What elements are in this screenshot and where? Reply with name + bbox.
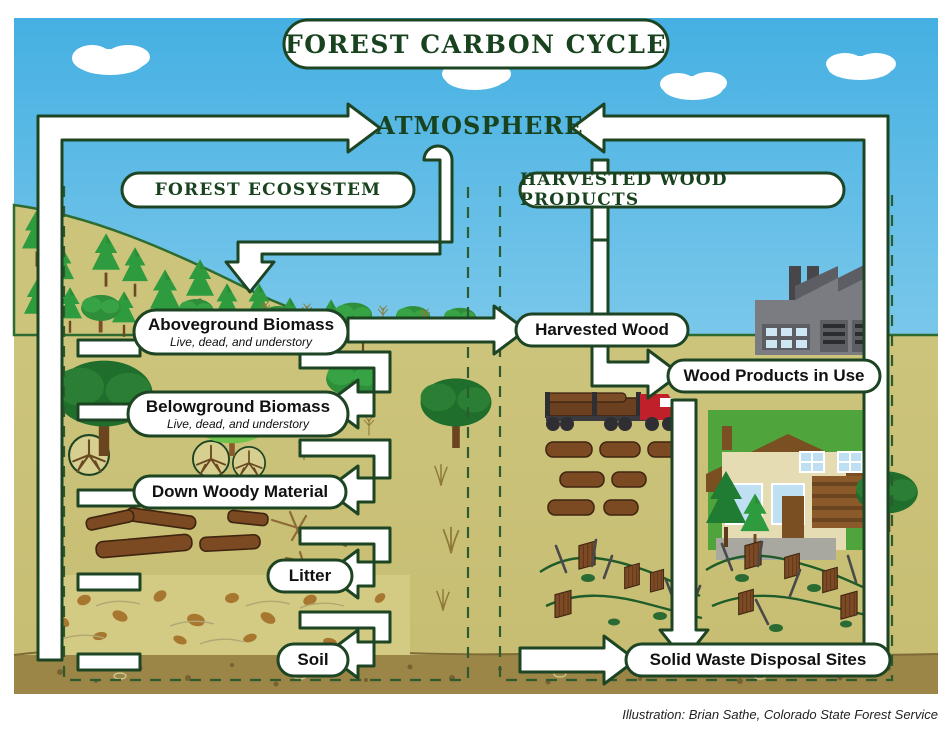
house-icon	[706, 410, 918, 560]
pool-pill-belowground	[126, 390, 350, 438]
page-title: FOREST CARBON CYCLE	[284, 29, 668, 59]
pool-pill-harvested	[514, 312, 690, 348]
pool-label-wood-products-in-use: Wood Products in Use	[683, 366, 865, 385]
log-pile-icons	[545, 441, 689, 516]
pool-pill-soil	[276, 642, 350, 678]
pool-label-aboveground-biomass: Aboveground Biomass Live, dead, and unde…	[147, 314, 335, 349]
harvested-wood-boundary	[498, 186, 894, 682]
flow-hwp-to-atmosphere	[570, 102, 890, 662]
pool-label-down-woody-material: Down Woody Material	[151, 482, 329, 501]
flow-disposal-return-left	[518, 634, 638, 686]
pool-pill-disposal	[624, 642, 892, 678]
log-truck-icon	[545, 392, 676, 431]
flow-pools-return-column	[76, 338, 142, 358]
forest-ecosystem-boundary	[62, 186, 470, 682]
pool-pill-downwoody	[132, 474, 348, 510]
flow-forest-to-atmosphere	[36, 102, 382, 662]
flow-dwm-return	[76, 488, 142, 508]
section-pill-hwp	[518, 171, 846, 209]
root-ball-icon	[192, 440, 230, 478]
pool-label-soil: Soil	[297, 650, 329, 669]
section-label-harvested-wood-products: HARVESTED WOOD PRODUCTS	[520, 170, 728, 210]
pool-label-harvested-wood: Harvested Wood	[535, 320, 669, 339]
atmosphere-label: ATMOSPHERE	[376, 110, 584, 140]
flow-litter-return	[76, 572, 142, 592]
pool-pill-aboveground	[132, 308, 350, 356]
root-ball-icon	[232, 446, 266, 480]
section-pill-forest	[120, 171, 416, 209]
cloud-icon	[72, 45, 896, 100]
leaf-litter-icon	[58, 590, 386, 647]
flow-soil-return	[76, 652, 142, 672]
section-label-forest-ecosystem: FOREST ECOSYSTEM	[154, 180, 382, 200]
pool-pill-litter	[266, 558, 354, 594]
pool-label-belowground-biomass: Belowground Biomass Live, dead, and unde…	[145, 396, 331, 431]
flow-aboveground-to-harvested	[346, 304, 528, 356]
pool-pill-products	[666, 358, 882, 394]
pool-label-litter: Litter	[288, 566, 332, 585]
title-pill	[282, 18, 670, 70]
flow-atmosphere-to-aboveground	[224, 144, 454, 294]
illustration-credit: Illustration: Brian Sathe, Colorado Stat…	[622, 706, 938, 722]
pool-label-solid-waste-disposal-sites: Solid Waste Disposal Sites	[649, 650, 867, 669]
